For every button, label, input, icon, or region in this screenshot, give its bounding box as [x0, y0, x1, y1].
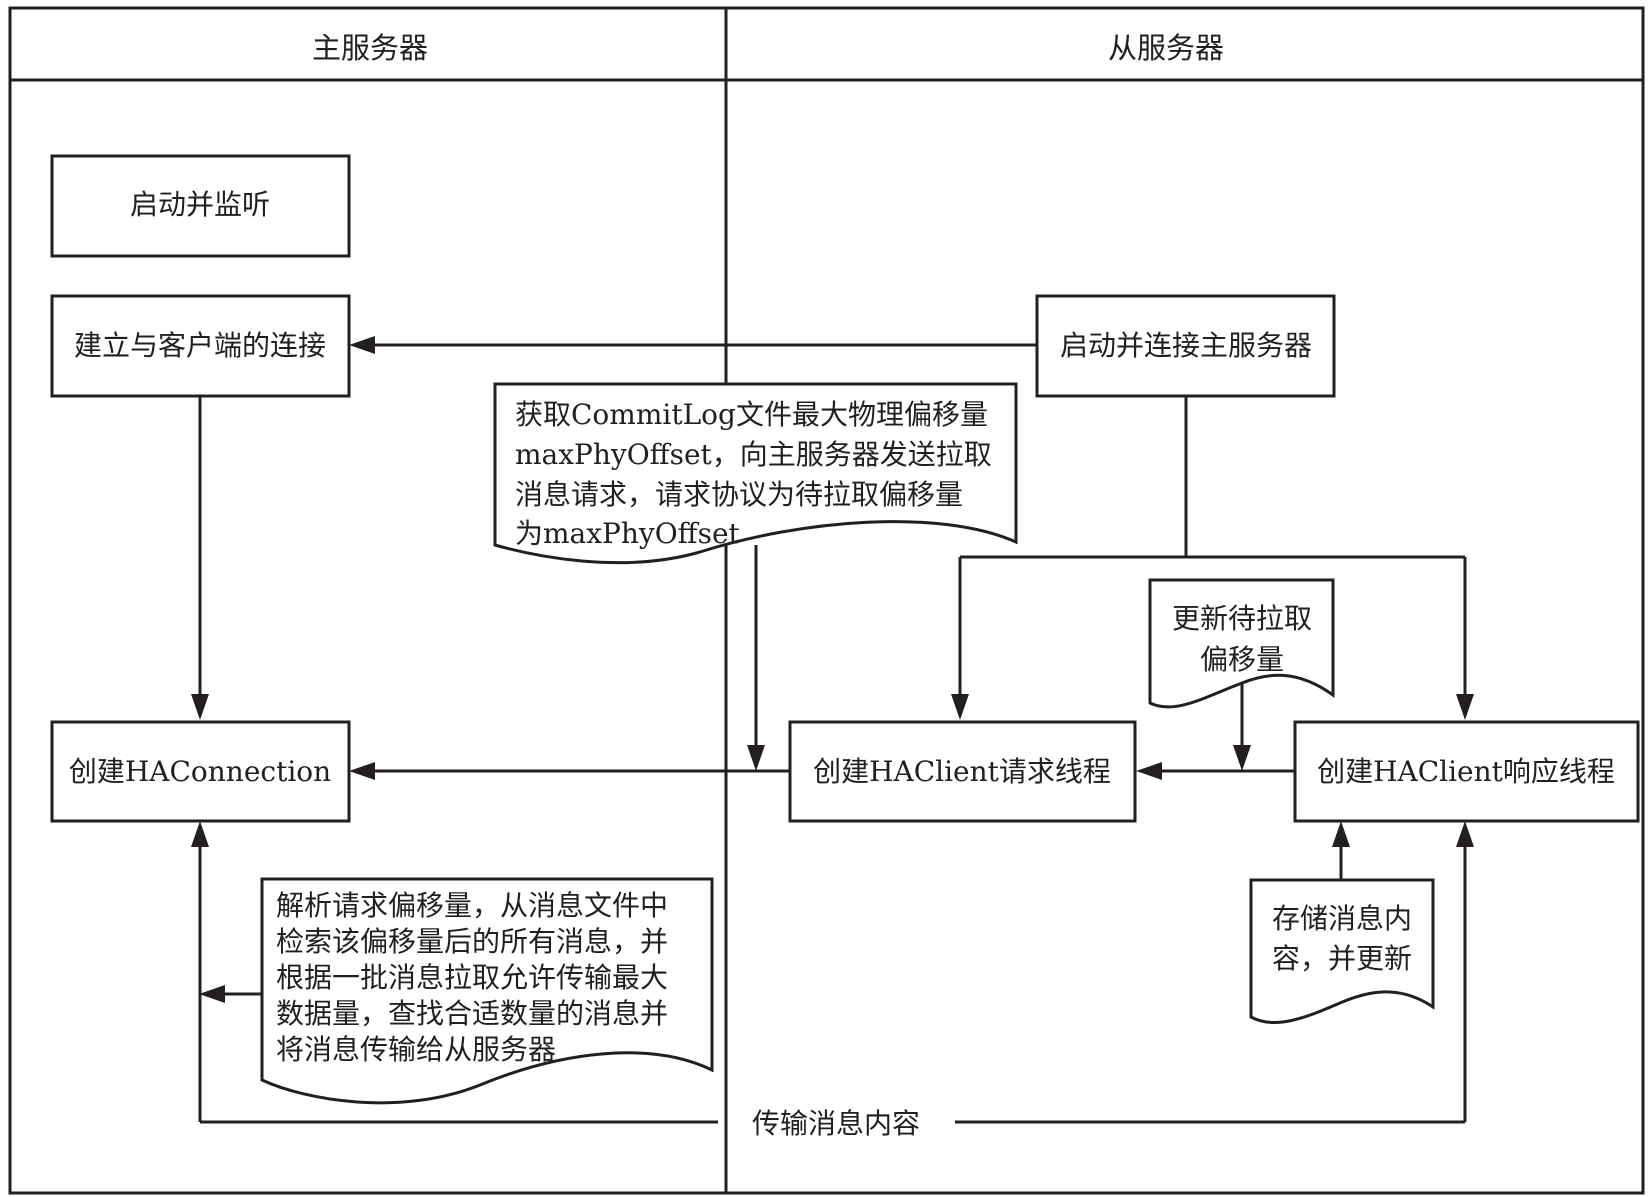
edge-label-background	[728, 1100, 953, 1146]
node-start-listen: 启动并监听	[50, 154, 351, 258]
node-label: 启动并连接主服务器	[1060, 329, 1312, 362]
note-line: 解析请求偏移量，从消息文件中	[276, 889, 668, 922]
node-create-request-thread: 创建HAClient请求线程	[788, 720, 1137, 823]
note-line: 数据量，查找合适数量的消息并	[276, 997, 668, 1030]
note-store-message: 存储消息内 容，并更新	[1249, 878, 1435, 1025]
arrowhead-down	[951, 694, 969, 720]
arrowhead-up	[1332, 821, 1350, 847]
arrowhead-left	[349, 762, 375, 780]
node-label: 创建HAClient请求线程	[813, 755, 1111, 788]
node-label: 创建HAClient响应线程	[1317, 755, 1615, 788]
node-label: 启动并监听	[130, 188, 270, 221]
note-line: 获取CommitLog文件最大物理偏移量	[515, 398, 988, 431]
arrowhead-down	[191, 694, 209, 720]
note-line: maxPhyOffset，向主服务器发送拉取	[515, 438, 992, 471]
arrowhead-left	[349, 336, 375, 354]
note-line: 偏移量	[1200, 643, 1284, 676]
node-label: 创建HAConnection	[69, 755, 331, 788]
note-parse-request: 解析请求偏移量，从消息文件中 检索该偏移量后的所有消息，并 根据一批消息拉取允许…	[260, 877, 714, 1105]
arrowhead-down	[1456, 694, 1474, 720]
arrowhead-up	[1456, 821, 1474, 847]
node-establish-connection: 建立与客户端的连接	[50, 294, 351, 398]
node-create-haconnection: 创建HAConnection	[50, 720, 351, 823]
node-start-connect-master: 启动并连接主服务器	[1035, 294, 1336, 398]
note-line: 为maxPhyOffset	[515, 517, 741, 550]
note-line: 将消息传输给从服务器	[276, 1033, 556, 1066]
connectors	[198, 343, 1467, 1124]
node-create-response-thread: 创建HAClient响应线程	[1293, 720, 1640, 823]
node-label: 建立与客户端的连接	[74, 329, 326, 362]
note-line: 容，并更新	[1272, 942, 1412, 975]
note-line: 更新待拉取	[1172, 602, 1312, 635]
arrowhead-down	[747, 745, 765, 771]
arrowhead-left	[1136, 762, 1162, 780]
lane-header-master: 主服务器	[312, 31, 428, 65]
lane-header-slave: 从服务器	[1108, 31, 1224, 65]
edge-label-transfer: 传输消息内容	[752, 1107, 920, 1140]
arrowhead-down	[1233, 745, 1251, 771]
arrowheads	[191, 336, 1474, 1003]
swimlane-frame	[8, 6, 1645, 1195]
note-line: 消息请求，请求协议为待拉取偏移量	[515, 478, 963, 511]
arrowhead-up	[191, 821, 209, 847]
note-update-offset: 更新待拉取 偏移量	[1148, 578, 1335, 709]
arrowhead-left	[199, 985, 225, 1003]
note-line: 根据一批消息拉取允许传输最大	[276, 961, 668, 994]
note-get-offset: 获取CommitLog文件最大物理偏移量 maxPhyOffset，向主服务器发…	[493, 382, 1018, 565]
note-line: 检索该偏移量后的所有消息，并	[276, 925, 668, 958]
note-line: 存储消息内	[1272, 902, 1412, 935]
